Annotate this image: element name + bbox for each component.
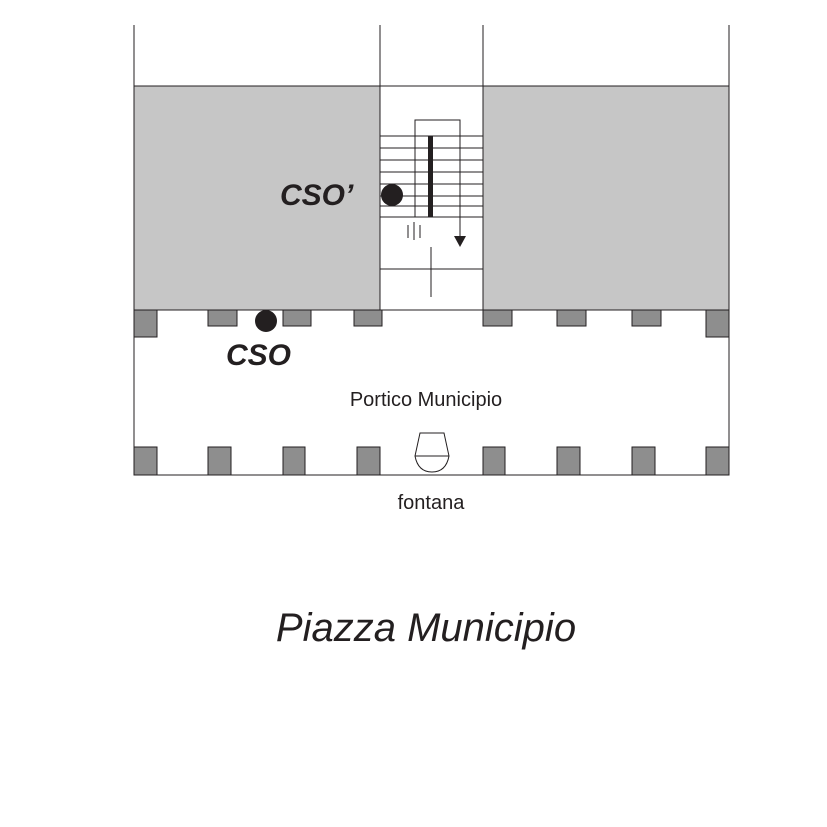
pillars-top-row (133, 309, 730, 338)
square-title: Piazza Municipio (276, 606, 576, 650)
cso-lower-label: CSO (226, 339, 291, 372)
stair-down-arrow-icon (454, 236, 466, 247)
portico-label: Portico Municipio (350, 389, 502, 411)
fountain-label: fontana (398, 492, 466, 514)
fountain-icon (414, 432, 450, 473)
building-block-left (133, 85, 381, 311)
cso-upper-label: CSO’ (280, 179, 354, 212)
cso-lower-marker (255, 310, 277, 332)
stair-handrail (428, 136, 433, 217)
building-block-right (482, 85, 730, 311)
cso-upper-marker (381, 184, 403, 206)
pillars-bottom-row (133, 446, 730, 476)
